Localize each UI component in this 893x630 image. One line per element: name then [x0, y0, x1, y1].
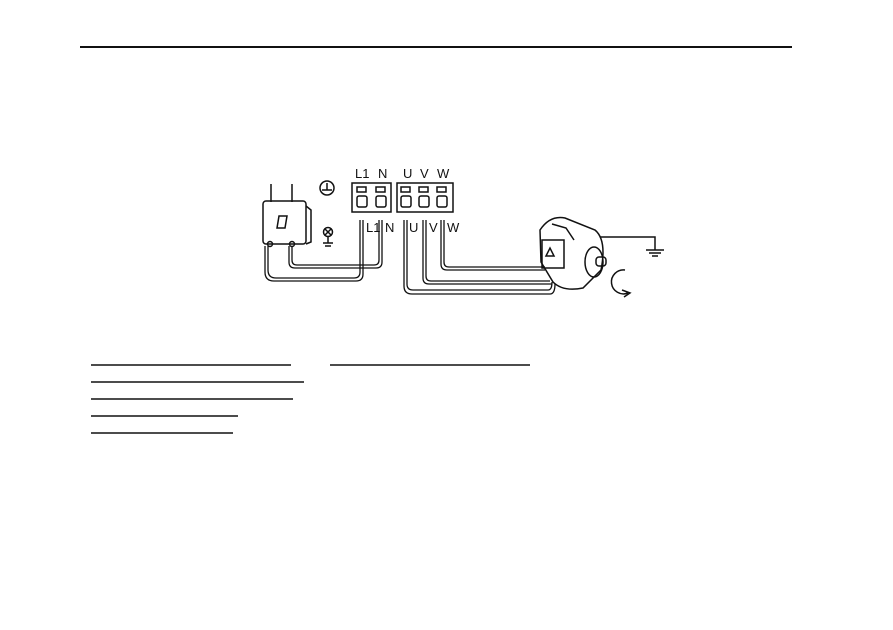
rotation-arrow-icon	[610, 269, 632, 298]
wire-label-l1: L1	[366, 220, 380, 235]
terminal-label-u: U	[403, 166, 412, 181]
wire-label-n: N	[385, 220, 394, 235]
terminal-label-l1: L1	[355, 166, 369, 181]
wire-label-v: V	[429, 220, 438, 235]
lamp-ground-icon	[322, 226, 334, 247]
terminal-label-n: N	[378, 166, 387, 181]
mains-terminal-block	[351, 182, 392, 213]
terminal-label-w: W	[437, 166, 450, 181]
wire-label-w: W	[447, 220, 460, 235]
protective-earth-icon	[319, 180, 335, 196]
motor-icon	[539, 216, 607, 290]
terminal-label-v: V	[420, 166, 429, 181]
wires	[264, 220, 556, 295]
power-plug-icon	[262, 184, 312, 248]
ground-icon	[600, 236, 664, 257]
blank-lines	[91, 364, 530, 434]
motor-terminal-block	[396, 182, 454, 213]
wiring-diagram	[262, 180, 664, 298]
wire-label-u: U	[409, 220, 418, 235]
